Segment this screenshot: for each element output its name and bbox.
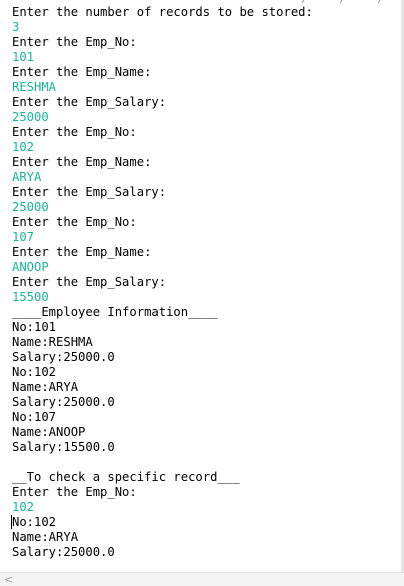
console-output-line: Enter the number of records to be stored… [12, 5, 313, 19]
chevron-left-icon[interactable]: < [4, 573, 14, 586]
console-output-line: Enter the Emp_Salary: [12, 275, 167, 289]
console-output-line: Enter the Emp_Name: [12, 155, 152, 169]
console-output-line: Enter the Emp_Name: [12, 65, 152, 79]
console-input-line: 15500 [12, 290, 49, 304]
console-input-line: 25000 [12, 200, 49, 214]
console-output-line: Enter the Emp_Salary: [12, 185, 167, 199]
console-output-line: Name:ANOOP [12, 425, 86, 439]
console-output-line: Enter the Emp_No: [12, 35, 137, 49]
console-output-line: Enter the Emp_No: [12, 125, 137, 139]
console-output-line: Enter the Emp_No: [12, 485, 137, 499]
console-lines: Enter the number of records to be stored… [12, 5, 313, 560]
console-input-line: 101 [12, 50, 35, 64]
console-input-line: 25000 [12, 110, 49, 124]
console-output-line: No:107 [12, 410, 57, 424]
console-input-line: ANOOP [12, 260, 49, 274]
console-output-line: Salary:25000.0 [12, 350, 115, 364]
console-input-line: ARYA [12, 170, 42, 184]
console-output-line: ____Employee Information____ [12, 305, 218, 319]
horizontal-scrollbar[interactable]: < [0, 572, 404, 586]
text-caret [11, 515, 12, 529]
console-output-line [12, 455, 313, 470]
console-output-line: Enter the Emp_Name: [12, 245, 152, 259]
console-output-line: Name:ARYA [12, 380, 79, 394]
console-output-line: Name:ARYA [12, 530, 79, 544]
clipped-top-edge: /// [0, 0, 404, 3]
console-output-line: Salary:15500.0 [12, 440, 115, 454]
console-output-line: Enter the Emp_Salary: [12, 95, 167, 109]
console-output-line: Enter the Emp_No: [12, 215, 137, 229]
console-output-line: Name:RESHMA [12, 335, 93, 349]
console-input-line: 107 [12, 230, 35, 244]
console-output-line: Salary:25000.0 [12, 545, 115, 559]
console-output-line: __To check a specific record___ [12, 470, 240, 484]
console-output[interactable]: /// Enter the number of records to be st… [0, 0, 404, 572]
console-input-line: 3 [12, 20, 20, 34]
console-input-line: RESHMA [12, 80, 57, 94]
vertical-scroll-track[interactable] [401, 0, 404, 572]
console-output-line: No:101 [12, 320, 57, 334]
console-input-line: 102 [12, 140, 35, 154]
console-output-line: No:102 [12, 515, 57, 529]
console-output-line: Salary:25000.0 [12, 395, 115, 409]
console-input-line: 102 [12, 500, 35, 514]
console-output-line: No:102 [12, 365, 57, 379]
